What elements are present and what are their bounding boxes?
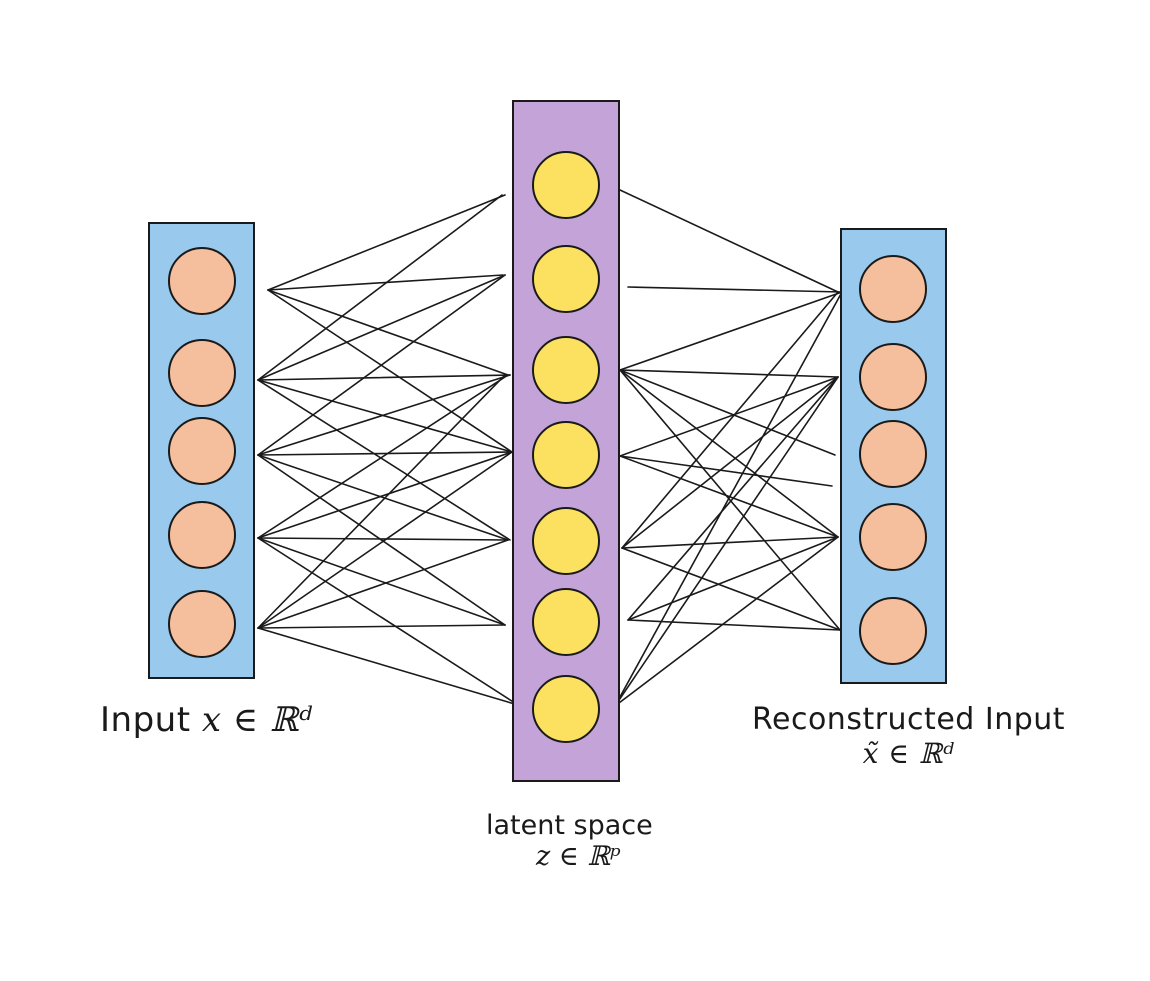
connection-line-41 [627, 376, 839, 621]
connection-line-5 [257, 194, 503, 381]
connection-line-9 [257, 379, 511, 541]
output-label-text: Reconstructed Input [752, 702, 1066, 737]
connection-line-33 [619, 455, 833, 487]
connection-line-16 [257, 451, 513, 539]
output-node-1 [859, 255, 927, 323]
latent-node-7 [532, 675, 600, 743]
output-label-math: x̃ ∈ ℝᵈ [862, 737, 955, 770]
connection-line-40 [627, 619, 841, 631]
connection-line-31 [619, 369, 841, 631]
latent-node-6 [532, 588, 600, 656]
input-node-3 [168, 417, 236, 485]
latent-label-text: latent space [486, 810, 653, 841]
connection-line-44 [614, 376, 839, 707]
connection-line-36 [621, 536, 839, 549]
connection-line-8 [257, 379, 513, 453]
connection-line-22 [257, 539, 509, 629]
output-node-2 [859, 343, 927, 411]
input-node-5 [168, 590, 236, 658]
connection-line-39 [627, 536, 839, 621]
connection-line-43 [614, 536, 839, 707]
connection-line-13 [257, 454, 509, 541]
output-node-4 [859, 503, 927, 571]
connection-line-15 [257, 374, 509, 539]
input-node-2 [168, 339, 236, 407]
connection-line-18 [257, 537, 506, 626]
latent-node-4 [532, 421, 600, 489]
connection-line-38 [621, 291, 839, 549]
connection-line-23 [257, 624, 506, 629]
connection-line-21 [257, 451, 513, 629]
output-node-5 [859, 597, 927, 665]
input-label-math: x ∈ ℝᵈ [201, 700, 313, 740]
latent-label: latent space z ∈ ℝᵖ [486, 810, 653, 872]
connection-line-30 [619, 369, 839, 538]
connection-line-7 [257, 374, 511, 381]
connection-line-26 [627, 286, 843, 293]
neuron-nodes [168, 151, 927, 743]
connection-line-3 [267, 289, 509, 376]
output-label: Reconstructed Input x̃ ∈ ℝᵈ [752, 702, 1065, 770]
input-node-4 [168, 501, 236, 569]
connection-line-32 [619, 376, 839, 457]
latent-node-2 [532, 245, 600, 313]
connection-lines [257, 189, 843, 707]
connection-line-11 [257, 374, 511, 456]
input-label: Input x ∈ ℝᵈ [100, 700, 313, 740]
connection-line-29 [619, 369, 836, 456]
connection-line-27 [619, 291, 843, 371]
connection-line-19 [257, 537, 519, 706]
latent-node-1 [532, 151, 600, 219]
connection-line-24 [257, 627, 519, 706]
input-node-1 [168, 247, 236, 315]
connection-line-14 [257, 454, 506, 626]
connection-line-37 [621, 547, 841, 631]
latent-node-5 [532, 507, 600, 575]
output-node-3 [859, 420, 927, 488]
connection-line-10 [257, 274, 506, 456]
connection-line-1 [267, 194, 506, 291]
connection-line-4 [267, 289, 513, 453]
connection-line-35 [621, 376, 839, 549]
connection-line-12 [257, 451, 513, 456]
latent-label-math: z ∈ ℝᵖ [536, 841, 621, 872]
connection-line-28 [619, 369, 839, 378]
connection-line-17 [257, 537, 509, 541]
connection-line-25 [619, 189, 839, 293]
connection-line-42 [614, 291, 843, 707]
connection-line-20 [257, 374, 506, 629]
latent-node-3 [532, 336, 600, 404]
connection-line-6 [257, 274, 506, 381]
input-label-text: Input [100, 700, 191, 740]
